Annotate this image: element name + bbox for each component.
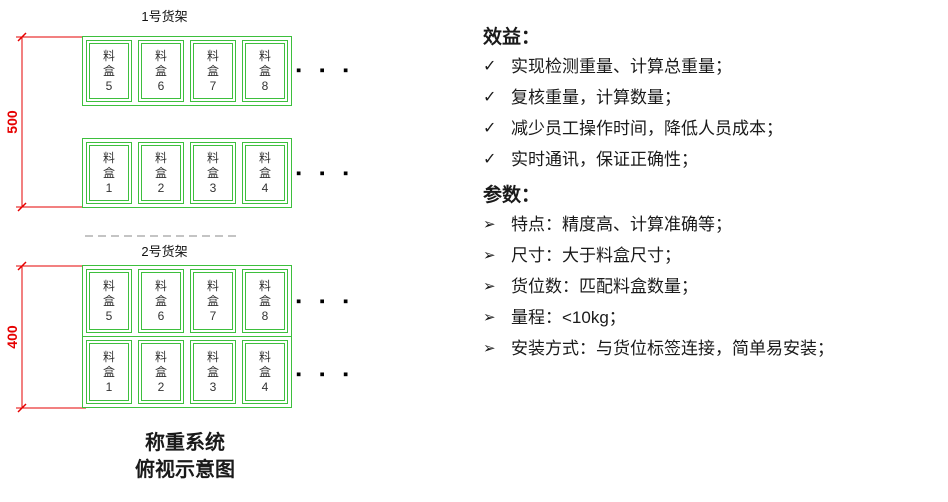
material-box-inner: 料盒1 bbox=[89, 145, 129, 201]
material-box: 料盒1 bbox=[86, 340, 132, 404]
benefit-text: 实时通讯，保证正确性； bbox=[511, 150, 698, 169]
material-box-inner: 料盒4 bbox=[245, 343, 285, 401]
material-box-inner: 料盒8 bbox=[245, 43, 285, 99]
diagram-caption: 称重系统 俯视示意图 bbox=[70, 430, 300, 484]
box-label: 料盒8 bbox=[258, 48, 271, 93]
material-box-inner: 料盒2 bbox=[141, 145, 181, 201]
box-label: 料盒5 bbox=[102, 278, 115, 323]
material-box-inner: 料盒1 bbox=[89, 343, 129, 401]
caption-line2: 俯视示意图 bbox=[135, 459, 235, 481]
box-label: 料盒1 bbox=[102, 349, 115, 394]
material-box: 料盒2 bbox=[138, 340, 184, 404]
box-label: 料盒4 bbox=[258, 150, 271, 195]
material-box: 料盒6 bbox=[138, 269, 184, 333]
shelf2-bottom-row: 料盒1 料盒2 料盒3 料盒4 bbox=[82, 336, 292, 408]
shelf1-bottom-row: 料盒1 料盒2 料盒3 料盒4 bbox=[82, 138, 292, 208]
check-icon: ✓ bbox=[483, 151, 497, 168]
param-item: ➢ 安装方式：与货位标签连接，简单易安装； bbox=[483, 338, 943, 360]
box-label: 料盒3 bbox=[206, 150, 219, 195]
benefits-heading: 效益： bbox=[483, 27, 541, 48]
material-box-inner: 料盒3 bbox=[193, 343, 233, 401]
arrow-icon: ➢ bbox=[483, 340, 496, 357]
material-box-inner: 料盒2 bbox=[141, 343, 181, 401]
param-text: 尺寸：大于料盒尺寸； bbox=[511, 246, 681, 265]
box-label: 料盒6 bbox=[154, 278, 167, 323]
material-box-inner: 料盒5 bbox=[89, 43, 129, 99]
benefit-item: ✓ 实现检测重量、计算总重量； bbox=[483, 56, 943, 78]
shelf2-dimension-label: 400 bbox=[4, 325, 20, 349]
check-icon: ✓ bbox=[483, 89, 497, 106]
arrow-icon: ➢ bbox=[483, 278, 496, 295]
param-item: ➢ 尺寸：大于料盒尺寸； bbox=[483, 245, 943, 267]
param-item: ➢ 量程：<10kg； bbox=[483, 307, 943, 329]
material-box-inner: 料盒6 bbox=[141, 272, 181, 330]
shelf1-dimension-label: 500 bbox=[4, 110, 20, 134]
param-text: 特点：精度高、计算准确等； bbox=[511, 215, 732, 234]
box-label: 料盒3 bbox=[206, 349, 219, 394]
box-label: 料盒8 bbox=[258, 278, 271, 323]
box-label: 料盒2 bbox=[154, 349, 167, 394]
arrow-icon: ➢ bbox=[483, 309, 496, 326]
material-box: 料盒3 bbox=[190, 142, 236, 204]
material-box-inner: 料盒7 bbox=[193, 272, 233, 330]
material-box: 料盒2 bbox=[138, 142, 184, 204]
material-box: 料盒8 bbox=[242, 40, 288, 102]
material-box: 料盒3 bbox=[190, 340, 236, 404]
arrow-icon: ➢ bbox=[483, 247, 496, 264]
ellipsis-dots: ▪ ▪ ▪ bbox=[296, 62, 356, 79]
benefit-text: 实现检测重量、计算总重量； bbox=[511, 57, 732, 76]
ellipsis-dots: ▪ ▪ ▪ bbox=[296, 293, 356, 310]
material-box-inner: 料盒6 bbox=[141, 43, 181, 99]
ellipsis-dots: ▪ ▪ ▪ bbox=[296, 165, 356, 182]
arrow-icon: ➢ bbox=[483, 216, 496, 233]
benefit-item: ✓ 复核重量，计算数量； bbox=[483, 87, 943, 109]
param-text: 安装方式：与货位标签连接，简单易安装； bbox=[511, 339, 834, 358]
param-text: 量程：<10kg； bbox=[511, 308, 626, 327]
material-box: 料盒8 bbox=[242, 269, 288, 333]
caption-line1: 称重系统 bbox=[145, 432, 225, 454]
material-box: 料盒5 bbox=[86, 40, 132, 102]
shelf2-top-row: 料盒5 料盒6 料盒7 料盒8 bbox=[82, 265, 292, 337]
shelf1-top-row: 料盒5 料盒6 料盒7 料盒8 bbox=[82, 36, 292, 106]
params-heading: 参数： bbox=[483, 185, 541, 206]
box-label: 料盒6 bbox=[154, 48, 167, 93]
box-label: 料盒5 bbox=[102, 48, 115, 93]
box-label: 料盒7 bbox=[206, 278, 219, 323]
material-box: 料盒5 bbox=[86, 269, 132, 333]
param-item: ➢ 货位数：匹配料盒数量； bbox=[483, 276, 943, 298]
material-box: 料盒7 bbox=[190, 269, 236, 333]
material-box-inner: 料盒7 bbox=[193, 43, 233, 99]
box-label: 料盒1 bbox=[102, 150, 115, 195]
material-box-inner: 料盒5 bbox=[89, 272, 129, 330]
box-label: 料盒4 bbox=[258, 349, 271, 394]
check-icon: ✓ bbox=[483, 58, 497, 75]
benefit-text: 减少员工操作时间，降低人员成本； bbox=[511, 119, 783, 138]
material-box-inner: 料盒8 bbox=[245, 272, 285, 330]
shelf1-title: 1号货架 bbox=[141, 9, 188, 24]
shelf2-title: 2号货架 bbox=[141, 244, 188, 259]
info-panel: 效益： ✓ 实现检测重量、计算总重量； ✓ 复核重量，计算数量； ✓ 减少员工操… bbox=[483, 22, 943, 369]
material-box-inner: 料盒4 bbox=[245, 145, 285, 201]
material-box: 料盒1 bbox=[86, 142, 132, 204]
material-box: 料盒4 bbox=[242, 142, 288, 204]
param-text: 货位数：匹配料盒数量； bbox=[511, 277, 698, 296]
benefit-text: 复核重量，计算数量； bbox=[511, 88, 681, 107]
material-box: 料盒4 bbox=[242, 340, 288, 404]
ellipsis-dots: ▪ ▪ ▪ bbox=[296, 366, 356, 383]
param-item: ➢ 特点：精度高、计算准确等； bbox=[483, 214, 943, 236]
material-box: 料盒7 bbox=[190, 40, 236, 102]
material-box: 料盒6 bbox=[138, 40, 184, 102]
material-box-inner: 料盒3 bbox=[193, 145, 233, 201]
box-label: 料盒2 bbox=[154, 150, 167, 195]
benefit-item: ✓ 实时通讯，保证正确性； bbox=[483, 149, 943, 171]
check-icon: ✓ bbox=[483, 120, 497, 137]
box-label: 料盒7 bbox=[206, 48, 219, 93]
benefit-item: ✓ 减少员工操作时间，降低人员成本； bbox=[483, 118, 943, 140]
